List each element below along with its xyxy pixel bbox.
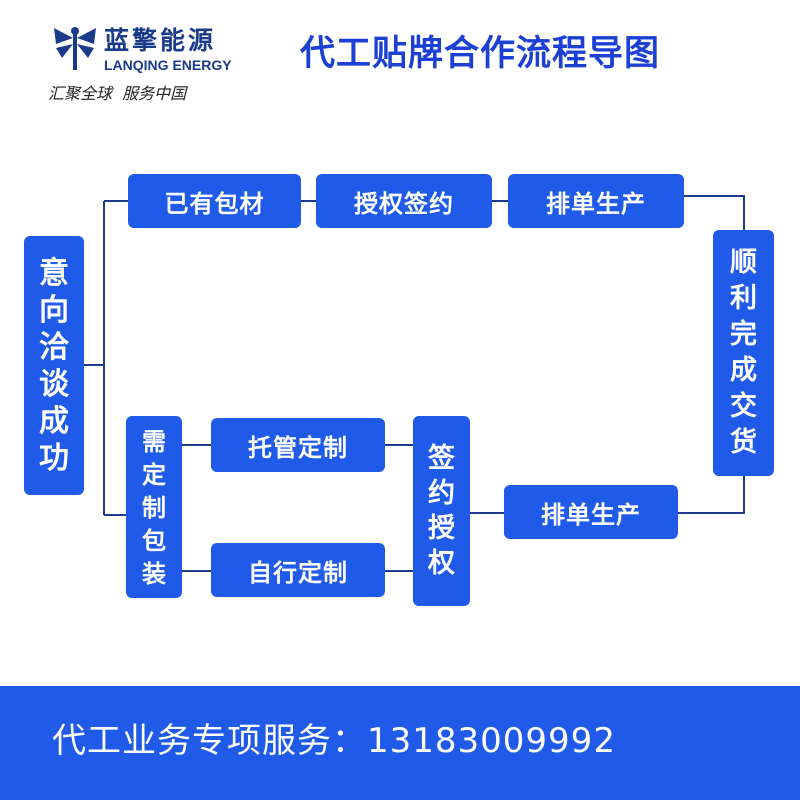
vertical-char: 定 — [142, 459, 166, 489]
vertical-char: 完 — [730, 319, 757, 350]
vertical-char: 约 — [428, 478, 455, 509]
node-production-top: 排单生产 — [508, 174, 684, 228]
connector-top-to-end — [684, 195, 745, 230]
node-self-customization: 自行定制 — [211, 543, 385, 597]
vertical-char: 权 — [428, 548, 455, 579]
vertical-char: 洽 — [39, 329, 69, 365]
vertical-char: 货 — [730, 427, 757, 458]
vertical-char: 成 — [730, 355, 757, 386]
vertical-char: 签 — [428, 443, 455, 474]
vertical-char: 交 — [730, 391, 757, 422]
node-production-bottom: 排单生产 — [504, 485, 678, 539]
node-existing-packaging: 已有包材 — [128, 174, 301, 228]
dragonfly-logo-icon — [52, 22, 98, 74]
node-managed-customization: 托管定制 — [211, 418, 385, 472]
footer-bar — [0, 686, 800, 800]
node-sign-authorization-top: 授权签约 — [316, 174, 492, 228]
vertical-char: 制 — [142, 492, 166, 522]
node-end: 顺利完成交货 — [713, 230, 774, 476]
vertical-char: 装 — [142, 558, 166, 588]
slogan: 汇聚全球 服务中国 — [48, 84, 187, 103]
node-sign-authorization-bottom: 签约授权 — [413, 416, 470, 606]
vertical-char: 谈 — [39, 366, 69, 402]
connector-production-to-end — [678, 476, 745, 514]
brand-name-en: LANQING ENERGY — [104, 57, 232, 73]
flow-connectors — [84, 195, 745, 572]
node-start: 意向洽谈成功 — [24, 236, 84, 495]
vertical-char: 授 — [428, 513, 455, 544]
vertical-char: 意 — [39, 255, 69, 291]
vertical-char: 需 — [142, 426, 166, 456]
vertical-char: 顺 — [730, 247, 757, 278]
page-title: 代工贴牌合作流程导图 — [300, 34, 661, 74]
vertical-char: 功 — [39, 440, 69, 476]
vertical-char: 利 — [730, 283, 757, 314]
service-hotline: 代工业务专项服务：13183009992 — [52, 721, 616, 761]
vertical-char: 成 — [39, 403, 69, 439]
node-custom-packaging: 需定制包装 — [126, 416, 182, 598]
brand-name: 蓝擎能源 — [104, 26, 217, 55]
vertical-char: 包 — [142, 525, 166, 555]
vertical-char: 向 — [39, 292, 69, 328]
